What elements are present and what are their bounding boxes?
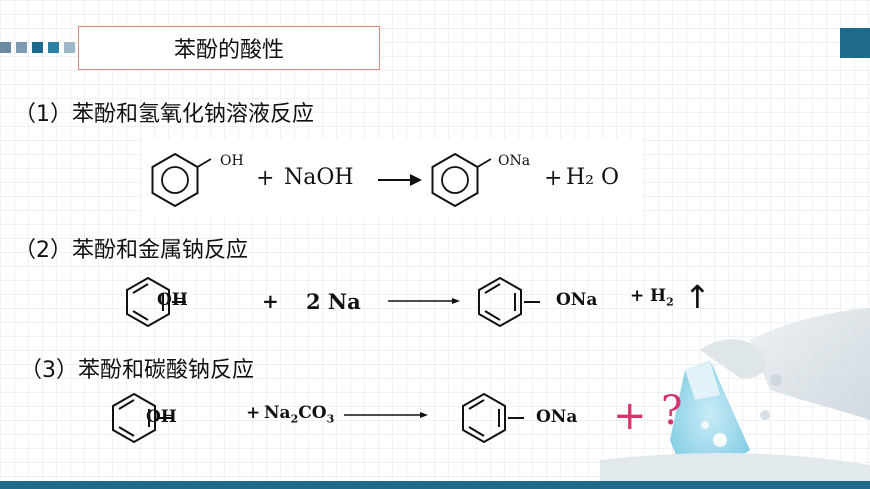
hydrogen-formula: H2 xyxy=(650,286,674,308)
question-mark-icon: ? xyxy=(661,388,683,434)
ona-group: ONa xyxy=(498,153,531,169)
ona-group: ONa xyxy=(536,407,578,427)
water-formula: H₂ O xyxy=(566,165,620,190)
plus-sign: + xyxy=(246,403,261,423)
phenol-ring xyxy=(151,152,212,208)
sodium-carbonate-formula: Na2CO3 xyxy=(264,403,334,425)
deco-square xyxy=(48,42,59,53)
phenol-ring xyxy=(112,392,174,444)
reaction-1-structures xyxy=(151,152,492,208)
formula-subscript: 3 xyxy=(326,412,335,426)
bottom-bar xyxy=(0,481,870,489)
phenol-ring xyxy=(126,276,186,328)
corner-decoration xyxy=(840,28,870,58)
reaction-3-structures xyxy=(112,392,524,444)
plus-sign: + xyxy=(544,166,563,191)
reaction-2-structures xyxy=(126,276,540,328)
section-2-heading: （2）苯酚和金属钠反应 xyxy=(14,238,248,263)
reaction-arrow xyxy=(388,298,460,304)
section-1-heading: （1）苯酚和氢氧化钠溶液反应 xyxy=(14,102,314,127)
phenoxide-ring xyxy=(431,152,492,208)
reaction-arrow xyxy=(378,174,422,186)
unknown-plus-sign: + xyxy=(613,393,647,439)
reaction-arrow xyxy=(344,412,428,418)
formula-part: CO xyxy=(298,403,327,423)
deco-square xyxy=(32,42,43,53)
ona-group: ONa xyxy=(556,290,598,310)
formula-subscript: 2 xyxy=(290,412,299,426)
formula-part: Na xyxy=(264,403,291,423)
section-3-heading: （3）苯酚和碳酸钠反应 xyxy=(20,358,254,383)
deco-square xyxy=(64,42,75,53)
plus-sign: + xyxy=(256,166,275,191)
hydrogen-subscript: 2 xyxy=(666,295,674,309)
lab-flask-illustration xyxy=(600,308,870,481)
sodium-reagent: 2 Na xyxy=(306,289,361,314)
deco-square xyxy=(16,42,27,53)
slide-title: 苯酚的酸性 xyxy=(78,26,380,70)
phenoxide-ring xyxy=(462,392,524,444)
naoh-formula: NaOH xyxy=(284,165,354,190)
deco-square xyxy=(0,42,11,53)
oh-group: OH xyxy=(220,153,244,169)
gas-arrow-icon: ↑ xyxy=(684,278,711,316)
oh-group: OH xyxy=(157,290,188,310)
plus-sign: + xyxy=(262,289,279,313)
slide-title-text: 苯酚的酸性 xyxy=(173,38,284,63)
oh-group: OH xyxy=(146,407,177,427)
hydrogen-symbol: H xyxy=(650,286,667,306)
plus-sign: + xyxy=(630,286,645,306)
phenoxide-ring xyxy=(478,276,540,328)
